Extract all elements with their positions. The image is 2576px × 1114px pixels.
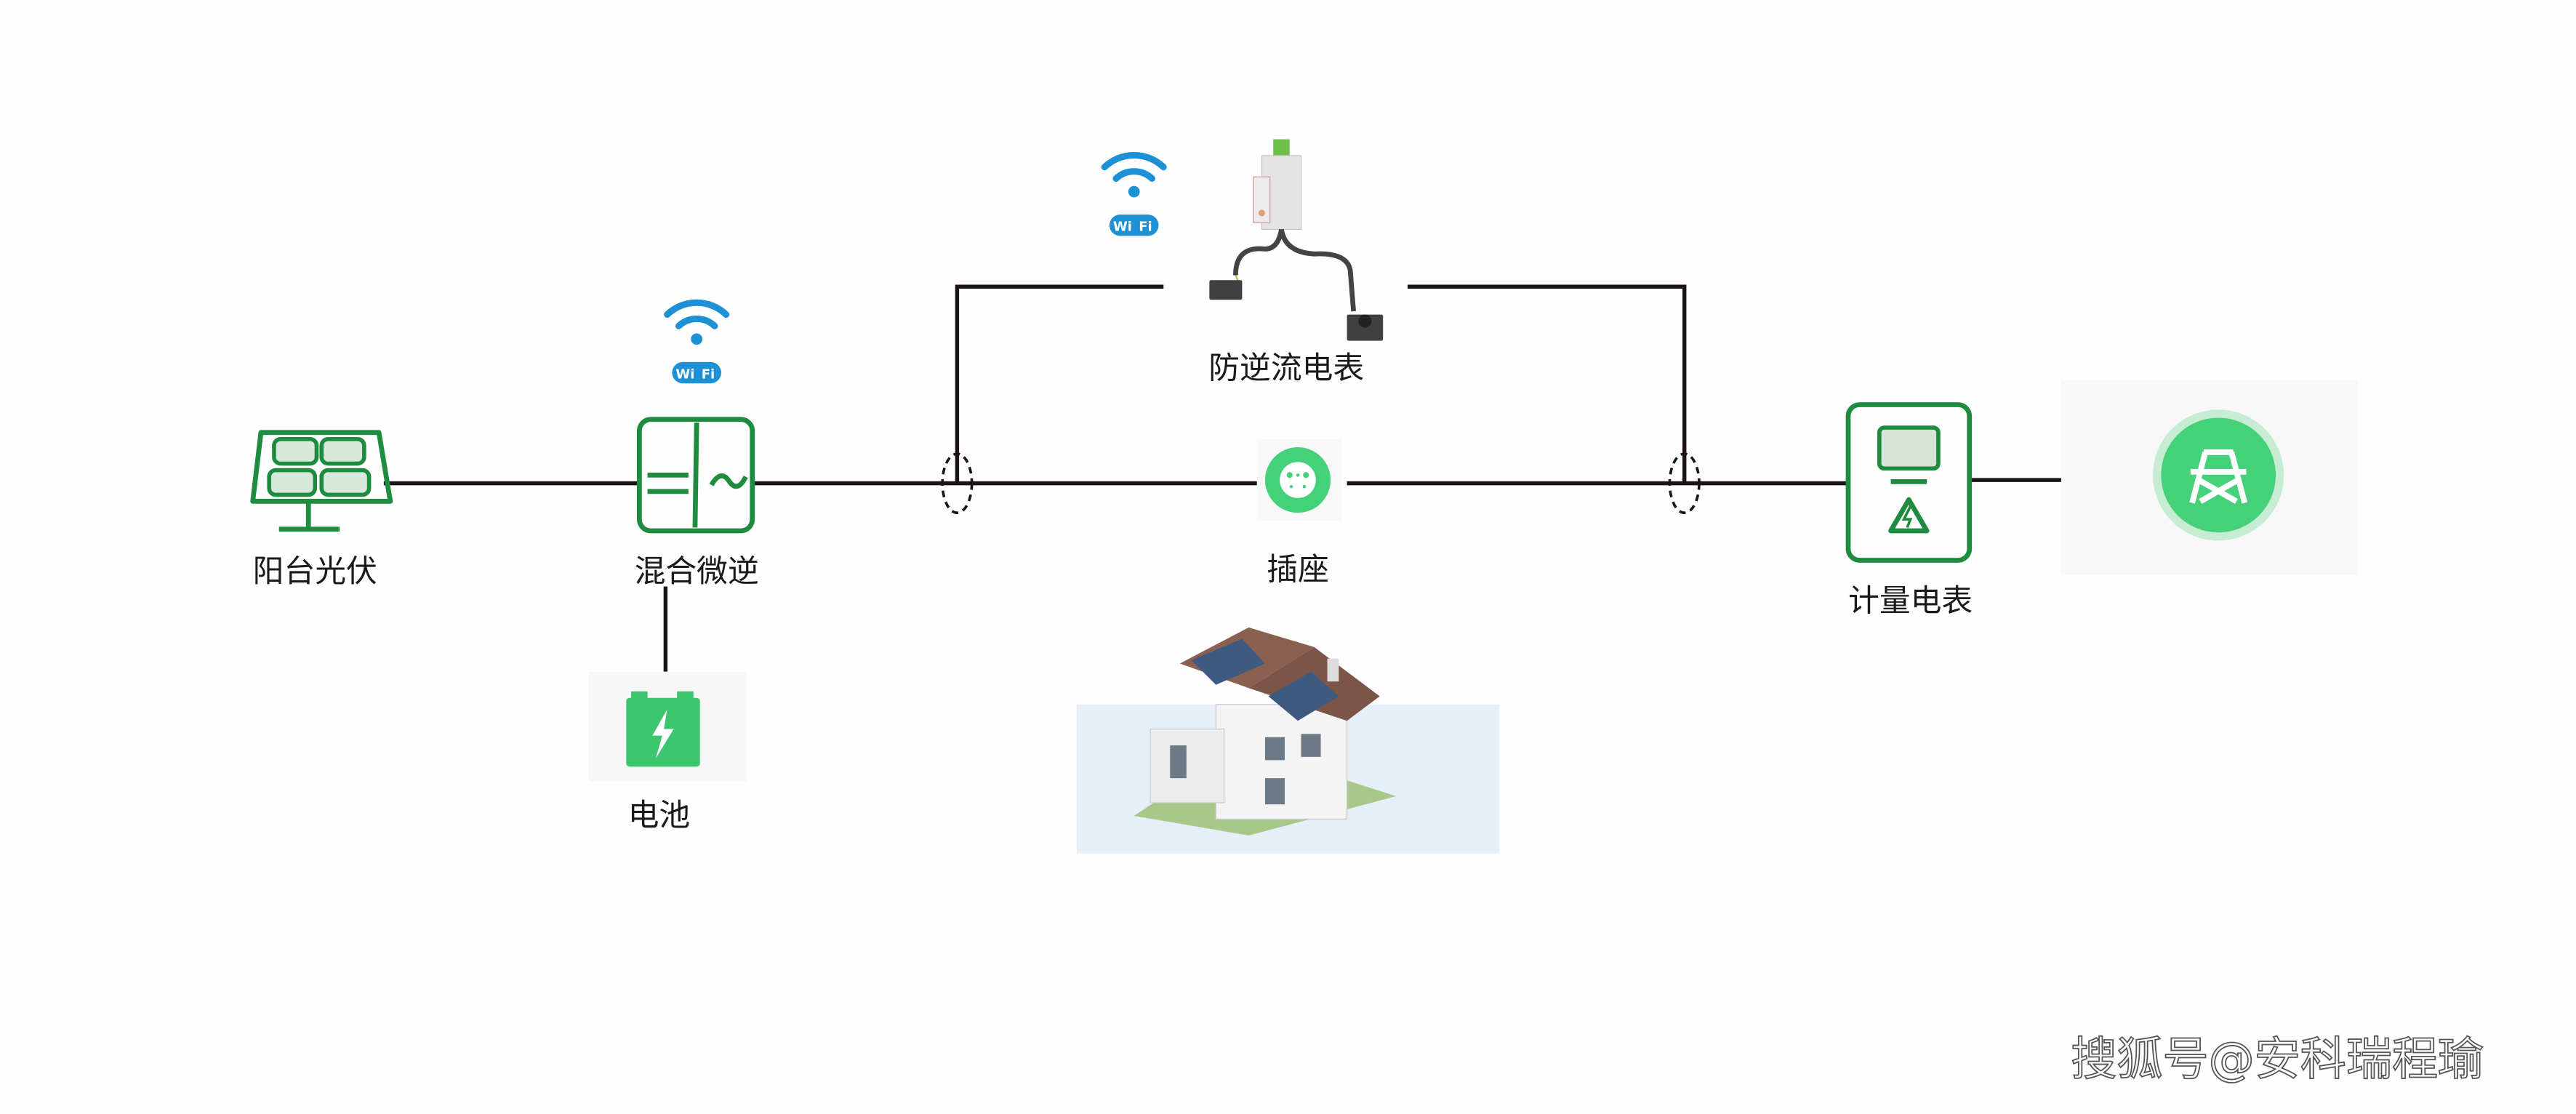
energy-meter-icon	[1845, 402, 1973, 563]
battery-icon	[626, 691, 700, 767]
svg-text:Wi: Wi	[1113, 220, 1132, 235]
ct-clamp-right	[1668, 452, 1701, 514]
solar-panel-icon	[250, 430, 393, 532]
svg-text:Fi: Fi	[702, 366, 715, 382]
wifi-icon: Wi Fi	[1101, 152, 1167, 236]
meter-label: 计量电表	[1848, 582, 1973, 619]
anti-backflow-meter-label: 防逆流电表	[1208, 350, 1364, 386]
power-grid-tower-icon	[2153, 409, 2284, 541]
svg-text:Fi: Fi	[1139, 220, 1152, 235]
house-image	[1076, 627, 1500, 854]
ct-clamp-left	[941, 452, 974, 514]
wire-ct-left	[955, 284, 1164, 484]
watermark: 搜狐号@安科瑞程瑜	[2071, 1032, 2484, 1086]
wires	[383, 284, 2155, 672]
wire-ct-right	[1407, 284, 1687, 484]
svg-text:Wi: Wi	[675, 366, 694, 382]
socket-icon	[1264, 447, 1331, 513]
battery-label: 电池	[628, 797, 691, 833]
anti-backflow-meter-image	[1209, 139, 1384, 341]
hybrid-microinverter-icon	[636, 417, 755, 534]
socket-label: 插座	[1267, 552, 1329, 588]
inverter-label: 混合微逆	[635, 553, 759, 590]
solar-label: 阳台光伏	[253, 553, 377, 590]
wifi-icon: Wi Fi	[664, 299, 730, 384]
